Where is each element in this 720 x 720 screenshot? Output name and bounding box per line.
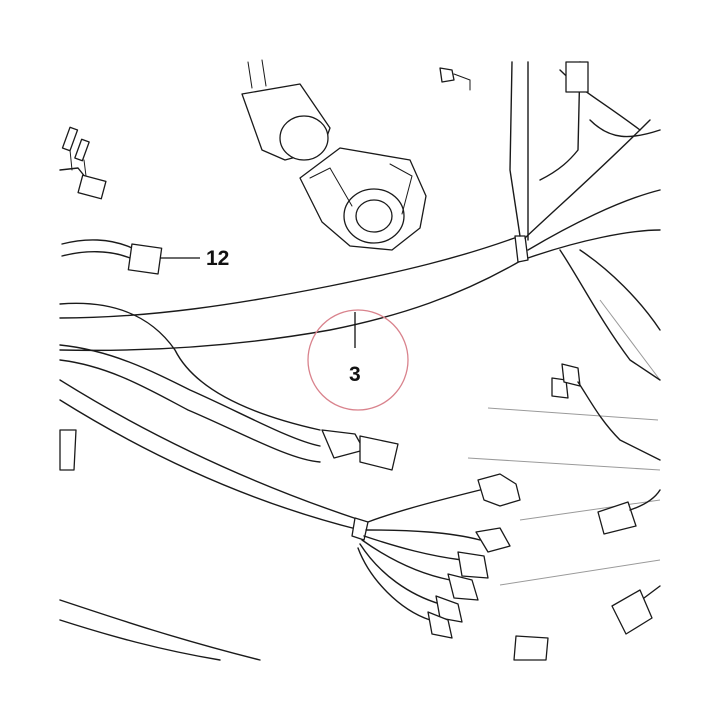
left-edge-parts <box>59 429 261 661</box>
lower-harness <box>59 302 399 531</box>
callout-12: 12 <box>206 247 229 270</box>
background-shading <box>467 299 661 586</box>
terminal-cluster-top-left <box>59 126 107 200</box>
right-connectors <box>513 363 661 661</box>
breakout-bundle <box>351 473 521 639</box>
pump-component <box>241 59 427 251</box>
callout-3: 3 <box>349 363 361 386</box>
highlight-circle <box>307 309 409 411</box>
upper-harness <box>59 61 661 381</box>
connector-12-assembly: 12 <box>61 239 229 275</box>
callout-3-assembly: 3 <box>307 309 409 411</box>
bolt-top <box>439 67 471 91</box>
